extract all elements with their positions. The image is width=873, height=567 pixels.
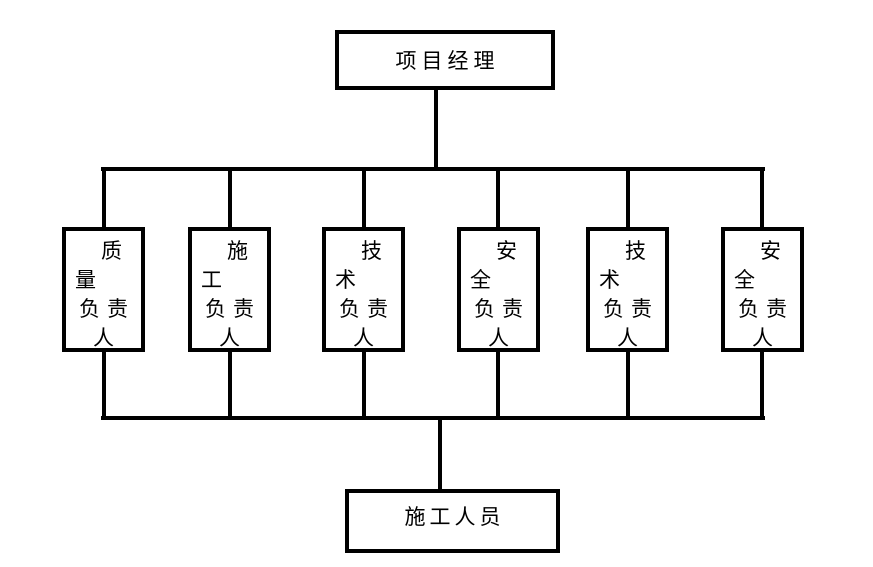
connector-stub-top-3 [362,171,366,227]
node-quality-manager: 质 量 负责 人 [62,227,145,352]
node-label-line: 负责 [205,297,261,321]
node-project-manager: 项目经理 [335,30,555,90]
node-construction-manager: 施 工 负责 人 [188,227,271,352]
connector-stub-bottom-5 [626,352,630,416]
connector-stub-bottom-2 [228,352,232,416]
connector-stub-top-1 [102,171,106,227]
node-label-line: 人 [617,326,638,350]
connector-stub-top-6 [760,171,764,227]
node-label-line: 安 [496,239,517,263]
node-safety-manager-2: 安 全 负责 人 [721,227,804,352]
node-label-line: 全 [734,268,755,292]
node-technical-manager-1: 技 术 负责 人 [322,227,405,352]
node-label-line: 负责 [603,297,659,321]
node-label-line: 负责 [339,297,395,321]
node-label-line: 人 [93,326,114,350]
connector-stub-bottom-6 [760,352,764,416]
node-label-line: 全 [470,268,491,292]
node-technical-manager-2: 技 术 负责 人 [586,227,669,352]
connector-stub-top-5 [626,171,630,227]
node-label-line: 施 [227,239,248,263]
node-label-line: 人 [219,326,240,350]
node-label-line: 人 [353,326,374,350]
node-label-line: 量 [75,268,96,292]
node-label-line: 术 [335,268,356,292]
node-label-line: 安 [760,239,781,263]
node-label-line: 术 [599,268,620,292]
connector-stub-bottom-3 [362,352,366,416]
node-construction-personnel: 施工人员 [345,489,560,553]
node-label-line: 人 [488,326,509,350]
connector-lower-horizontal [101,416,765,420]
node-project-manager-label: 项目经理 [395,49,500,73]
node-construction-personnel-label: 施工人员 [404,505,505,529]
connector-stub-top-4 [496,171,500,227]
node-label-line: 负责 [738,297,794,321]
node-label-line: 技 [361,239,382,263]
connector-bottom-vertical [438,420,442,489]
node-label-line: 工 [201,268,222,292]
node-label-line: 负责 [79,297,135,321]
node-safety-manager-1: 安 全 负责 人 [457,227,540,352]
node-label-line: 人 [752,326,773,350]
node-label-line: 质 [101,239,122,263]
connector-upper-horizontal [101,167,765,171]
connector-stub-bottom-1 [102,352,106,416]
node-label-line: 技 [625,239,646,263]
connector-stub-bottom-4 [496,352,500,416]
connector-top-vertical [434,90,438,167]
connector-stub-top-2 [228,171,232,227]
node-label-line: 负责 [474,297,530,321]
